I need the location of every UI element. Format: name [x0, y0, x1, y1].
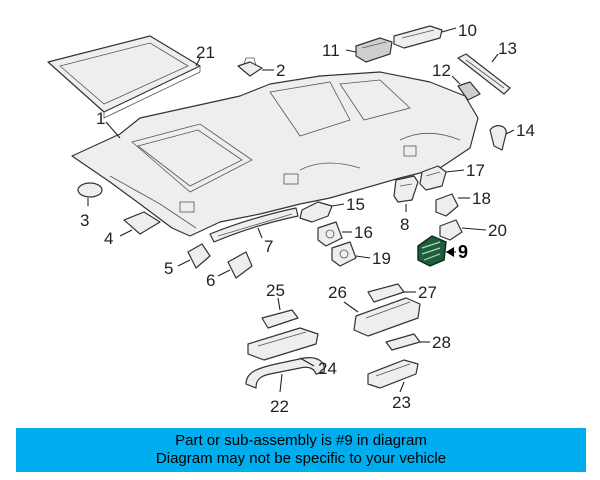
part-21-sunroof-panel — [47, 35, 201, 119]
callout-2: 2 — [276, 61, 285, 80]
part-2-clip — [237, 57, 263, 77]
callout-3: 3 — [80, 211, 89, 230]
callout-6: 6 — [206, 271, 215, 290]
part-7-strip — [209, 207, 299, 243]
part-13-strip — [457, 53, 511, 95]
part-10-trim — [393, 25, 443, 49]
callout-10: 10 — [458, 21, 477, 40]
callout-1: 1 — [96, 109, 105, 128]
callout-15: 15 — [346, 195, 365, 214]
part-12-clip — [457, 81, 481, 101]
banner-line-1: Part or sub-assembly is #9 in diagram — [175, 432, 427, 449]
part-19-block — [331, 241, 357, 267]
part-4-plate — [123, 211, 161, 235]
part-27-lens — [367, 283, 405, 303]
part-28-bracket — [385, 333, 421, 351]
info-banner: Part or sub-assembly is #9 in diagram Di… — [16, 428, 586, 472]
callout-9: 9 — [458, 242, 468, 262]
callout-23: 23 — [392, 393, 411, 412]
part-14-hook — [489, 125, 507, 151]
callout-26: 26 — [328, 283, 347, 302]
part-9-arrow-icon — [446, 247, 454, 257]
callout-18: 18 — [472, 189, 491, 208]
part-20-clip — [439, 219, 463, 241]
part-18-clip — [435, 193, 459, 217]
part-9-highlighted — [417, 235, 447, 267]
part-3-cap — [77, 182, 103, 198]
callout-4: 4 — [104, 229, 113, 248]
part-25-lens — [261, 309, 299, 329]
callout-20: 20 — [488, 221, 507, 240]
part-5-clip — [187, 243, 211, 269]
part-23-handle — [367, 359, 419, 389]
callout-22: 22 — [270, 397, 289, 416]
parts-diagram: 1 2 3 4 5 6 7 8 9 10 11 12 13 14 15 16 1… — [47, 21, 535, 416]
callout-14: 14 — [516, 121, 535, 140]
part-8-bracket — [393, 175, 419, 203]
callout-8: 8 — [400, 215, 409, 234]
callout-12: 12 — [432, 61, 451, 80]
part-11-bracket — [355, 37, 393, 63]
callout-28: 28 — [432, 333, 451, 352]
part-22-grab-handle — [245, 357, 325, 389]
callout-13: 13 — [498, 39, 517, 58]
part-24-handle-base — [247, 327, 319, 361]
callout-17: 17 — [466, 161, 485, 180]
callout-11: 11 — [322, 41, 340, 60]
callout-7: 7 — [264, 237, 273, 256]
part-26-console — [353, 297, 421, 337]
part-17-lamp — [419, 165, 447, 191]
part-6-clip — [227, 251, 253, 279]
callout-21: 21 — [196, 43, 215, 62]
part-1-headliner — [71, 71, 479, 237]
part-15-hanger — [299, 201, 333, 223]
callout-24: 24 — [318, 359, 337, 378]
callout-16: 16 — [354, 223, 373, 242]
callout-25: 25 — [266, 281, 285, 300]
part-16-block — [317, 221, 343, 247]
callout-27: 27 — [418, 283, 437, 302]
callout-5: 5 — [164, 259, 173, 278]
banner-line-2: Diagram may not be specific to your vehi… — [155, 450, 447, 467]
callout-19: 19 — [372, 249, 391, 268]
